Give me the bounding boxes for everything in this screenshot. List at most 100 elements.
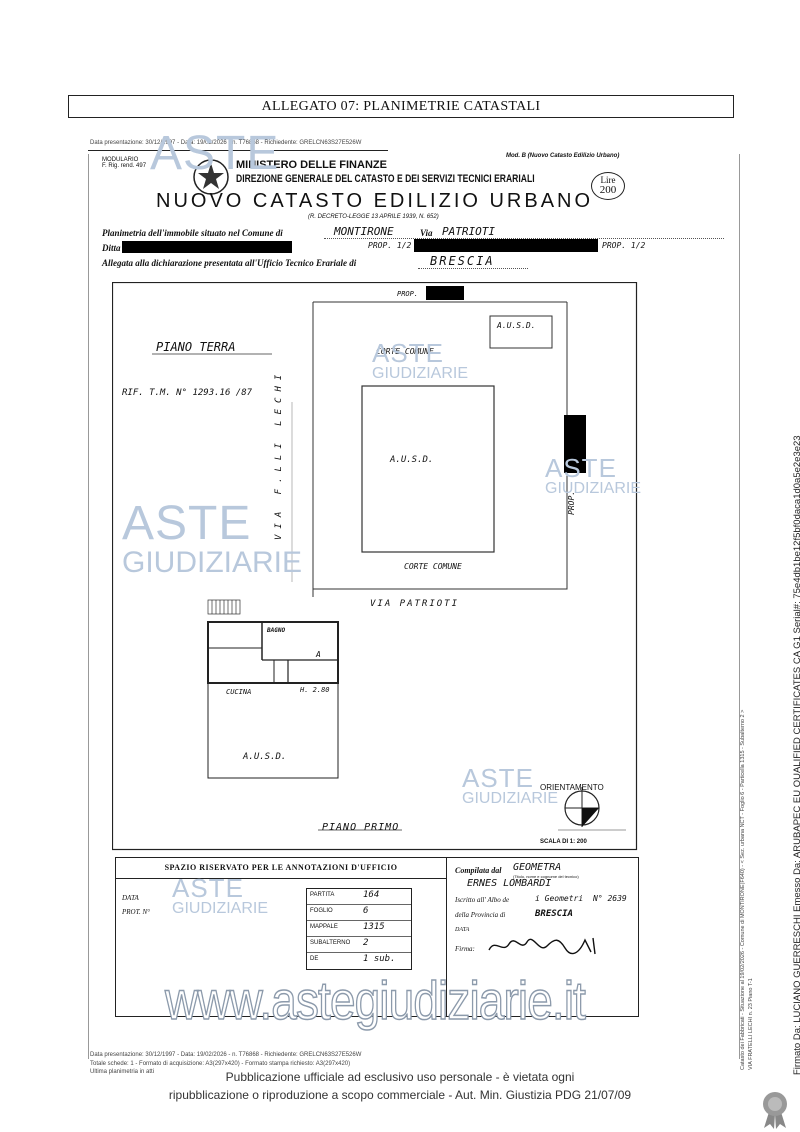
watermark-1: ASTE [150, 130, 279, 178]
cadastral-id-value: 2 [363, 938, 369, 948]
handwritten-signature-icon [488, 937, 596, 955]
compilata-role-note: (Titolo, nome e cognome del tecnico) [513, 874, 579, 879]
watermark-6: ASTE GIUDIZIARIE [172, 875, 268, 917]
lire-label: Lire [600, 175, 616, 185]
cadastral-id-label: SUBALTERNO [310, 940, 351, 946]
modulario-label: MODULARIO F. Rig. rend. 497 [102, 157, 147, 169]
decree-note: (R. DECRETO-LEGGE 13 APRILE 1939, N. 652… [308, 214, 439, 220]
floor-plan-drawing [112, 282, 638, 851]
bottom-meta-3: Ultima planimetria in atti [90, 1069, 155, 1075]
cadastral-id-value: 1315 [363, 922, 385, 932]
piano-primo-label: PIANO PRIMO [322, 822, 400, 833]
cadastral-id-label: PARTITA [310, 892, 335, 898]
planimetria-underline [324, 238, 724, 239]
redacted-owner-1 [122, 241, 292, 253]
watermark-giudiziarie: GIUDIZIARIE [372, 365, 469, 382]
scan-top-meta: Data presentazione: 30/12/1997 - Data: 1… [90, 140, 362, 146]
watermark-giudiziarie: GIUDIZIARIE [172, 900, 269, 917]
bottom-meta-2: Totale schede: 1 - Formato di acquisizio… [90, 1061, 351, 1067]
cadastral-scan: Data presentazione: 30/12/1997 - Data: 1… [88, 140, 754, 1075]
watermark-giudiziarie: GIUDIZIARIE [462, 790, 559, 807]
annotations-title: SPAZIO RISERVATO PER LE ANNOTAZIONI D'UF… [116, 858, 446, 879]
watermark-2: ASTE GIUDIZIARIE [372, 340, 468, 382]
catasto-title: NUOVO CATASTO EDILIZIO URBANO [156, 190, 594, 212]
ausd-big-label: A.U.S.D. [390, 455, 434, 465]
via-patrioti-label: VIA PATRIOTI [370, 599, 460, 609]
watermark-aste: ASTE [122, 497, 252, 550]
annotations-box: SPAZIO RISERVATO PER LE ANNOTAZIONI D'UF… [115, 857, 447, 1017]
compilata-role: GEOMETRA [513, 862, 562, 873]
site-watermark: www.astegiudiziarie.it [164, 970, 586, 1032]
lire-stamp: Lire 200 [591, 172, 625, 200]
model-label: Mod. B (Nuovo Catasto Edilizio Urbano) [506, 153, 620, 159]
redacted-owner-2 [414, 239, 598, 252]
right-side-meta: Catasto dei Fabbricati - Situazione al 1… [740, 709, 754, 1070]
watermark-4: ASTE GIUDIZIARIE [122, 500, 302, 578]
planimetria-label: Planimetria dell'immobile situato nel Co… [102, 228, 283, 238]
compilata-box: Compilata dal GEOMETRA (Titolo, nome e c… [445, 857, 639, 1017]
albo-number: N° 2639 [593, 894, 627, 903]
piano-terra-label: PIANO TERRA [156, 340, 236, 354]
comune-value: MONTIRONE [334, 225, 394, 238]
ausd-lower-label: A.U.S.D. [243, 752, 287, 762]
watermark-aste: ASTE [372, 338, 444, 368]
via-label: Via [420, 228, 433, 238]
rif-label: RIF. T.M. N° 1293.16 /87 [122, 388, 253, 398]
lire-value: 200 [599, 184, 617, 196]
albo-value: i Geometri [535, 894, 584, 903]
iscritto-label: Iscritto all' Albo de [455, 896, 510, 904]
annot-data-label: DATA [122, 894, 139, 902]
annot-prot-label: PROT. N° [122, 908, 150, 916]
cadastral-id-label: DE [310, 956, 319, 962]
cadastral-id-row: FOGLIO 6 [307, 905, 411, 921]
footer-line-1: Pubblicazione ufficiale ad esclusivo uso… [225, 1070, 575, 1084]
height-label: H. 2.80 [300, 686, 330, 694]
redacted-prop-right [564, 415, 586, 473]
firma-label: Firma: [455, 945, 475, 953]
corte-comune-bottom: CORTE COMUNE [404, 562, 462, 571]
direction-name: DIREZIONE GENERALE DEL CATASTO E DEI SER… [236, 173, 535, 185]
prop-right: PROP. 1/2 [602, 241, 646, 250]
watermark-3: ASTE GIUDIZIARIE [545, 455, 641, 497]
ufficio-value: BRESCIA [430, 254, 495, 268]
cadastral-id-row: MAPPALE 1315 [307, 921, 411, 937]
scan-frame [88, 154, 740, 1059]
ausd-small-label: A.U.S.D. [497, 321, 536, 330]
top-rule [88, 150, 388, 151]
digital-signature-note: Firmato Da: LUCIANO GUERRESCHI Emesso Da… [792, 435, 800, 1075]
cadastral-id-value: 164 [363, 890, 380, 900]
bagno-label: BAGNO [267, 627, 286, 634]
watermark-aste: ASTE [172, 873, 244, 903]
allegata-underline [418, 268, 528, 269]
watermark-aste: ASTE [150, 127, 280, 180]
footer-line-2: ripubblicazione o riproduzione a scopo c… [168, 1088, 632, 1102]
allegata-label: Allegata alla dichiarazione presentata a… [102, 258, 357, 268]
provincia-value: BRESCIA [535, 909, 573, 919]
compilata-data-label: DATA [455, 927, 470, 933]
compilata-label: Compilata dal [455, 866, 502, 875]
room-a-label: A [316, 650, 321, 659]
cadastral-id-value: 6 [363, 906, 369, 916]
cadastral-id-label: FOGLIO [310, 908, 333, 914]
watermark-giudiziarie: GIUDIZIARIE [122, 546, 303, 579]
compilata-name: ERNES LOMBARDI [467, 878, 552, 889]
prop-left: PROP. 1/2 - [368, 241, 421, 250]
watermark-aste: ASTE [462, 763, 534, 793]
cadastral-id-row: SUBALTERNO 2 [307, 937, 411, 953]
ministry-name: MINISTERO DELLE FINANZE [236, 159, 387, 171]
cucina-label: CUCINA [226, 688, 252, 696]
orientamento-label: ORIENTAMENTO [540, 783, 604, 792]
watermark-5: ASTE GIUDIZIARIE [462, 765, 558, 807]
cadastral-id-value: 1 sub. [363, 954, 396, 964]
cadastral-id-row: PARTITA 164 [307, 889, 411, 905]
scala-label: SCALA DI 1: 200 [540, 839, 587, 845]
republic-emblem-icon [193, 159, 229, 195]
certification-seal-icon [763, 1092, 787, 1129]
cadastral-id-label: MAPPALE [310, 924, 338, 930]
provincia-label: della Provincia di [455, 911, 506, 919]
bottom-meta-1: Data presentazione: 30/12/1997 - Data: 1… [90, 1052, 362, 1058]
page-header-title: ALLEGATO 07: PLANIMETRIE CATASTALI [68, 95, 734, 118]
ditta-label: Ditta [102, 243, 121, 253]
corte-comune-top: CORTE COMUNE [376, 347, 434, 356]
